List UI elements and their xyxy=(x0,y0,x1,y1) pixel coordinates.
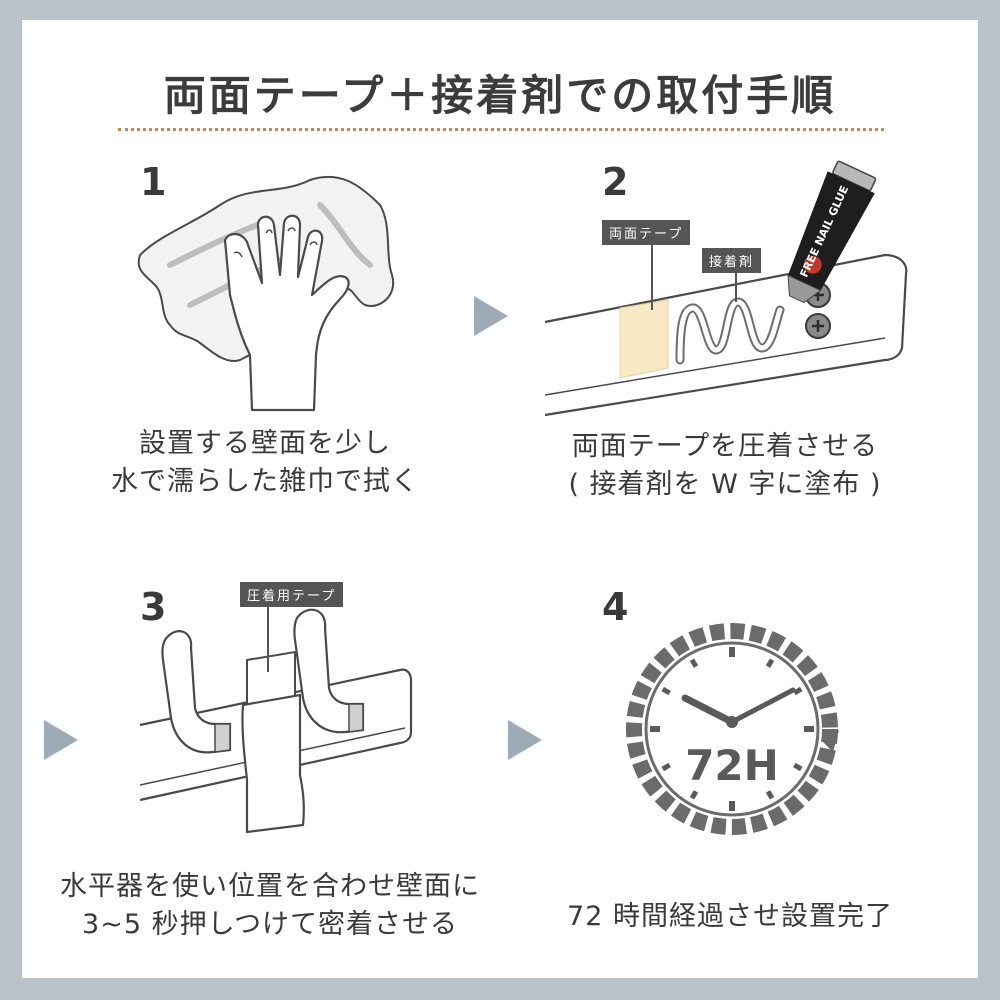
step-4-caption-line-1: 72 時間経過させ設置完了 xyxy=(567,901,893,932)
clock-tick xyxy=(793,686,803,696)
rail-with-glue-icon xyxy=(544,253,908,417)
clock-progress-arrow xyxy=(821,730,839,752)
clock-tick xyxy=(689,790,699,800)
step-arrow-icon xyxy=(508,720,542,760)
clock-tick xyxy=(793,762,803,772)
step-4-number: 4 xyxy=(602,585,629,629)
tape-label-leader xyxy=(651,242,653,310)
step-2-number: 2 xyxy=(602,160,629,204)
clock-tick xyxy=(765,658,775,668)
step-arrow-icon xyxy=(44,720,78,760)
glue-label: 接着剤 xyxy=(702,248,762,273)
step-3-caption-line-2: 3~5 秒押しつけて密着させる xyxy=(82,909,458,940)
clock-tick xyxy=(689,658,699,668)
step-3-caption: 水平器を使い位置を合わせ壁面に 3~5 秒押しつけて密着させる xyxy=(40,868,500,944)
cloth-hand-icon xyxy=(137,175,395,412)
minute-hand xyxy=(729,687,796,725)
step-1-number: 1 xyxy=(140,160,167,204)
page-title: 両面テープ＋接着剤での取付手順 xyxy=(163,71,837,120)
step-3-number: 3 xyxy=(140,585,167,629)
step-3-caption-line-1: 水平器を使い位置を合わせ壁面に xyxy=(60,871,480,902)
clock-tick xyxy=(661,686,671,696)
hour-hand xyxy=(681,694,736,726)
step-arrow-icon xyxy=(474,296,508,336)
glue-tube-icon: FREE NAIL GLUE xyxy=(787,160,877,304)
press-tape-leader xyxy=(267,604,269,672)
clock-ticks xyxy=(650,647,814,811)
clock-tick xyxy=(661,762,671,772)
step-1-caption-line-1: 設置する壁面を少し xyxy=(139,428,391,459)
clock-72h-text: 72H xyxy=(685,741,779,790)
step-1-caption-line-2: 水で濡らした雑巾で拭く xyxy=(111,466,419,497)
tape-label: 両面テープ xyxy=(602,220,691,245)
clock-tick xyxy=(765,790,775,800)
step-2-caption-line-1: 両面テープを圧着させる xyxy=(571,431,879,462)
panel xyxy=(22,20,978,978)
step-4-caption: 72 時間経過させ設置完了 xyxy=(530,898,930,936)
glue-label-leader xyxy=(735,270,737,302)
step-1-caption: 設置する壁面を少し 水で濡らした雑巾で拭く xyxy=(60,425,470,501)
step-2-caption: 両面テープを圧着させる ( 接着剤を W 字に塗布 ) xyxy=(520,428,930,504)
hook-rail-icon xyxy=(139,608,413,834)
step-2-caption-line-2: ( 接着剤を W 字に塗布 ) xyxy=(568,469,882,500)
title-divider xyxy=(118,128,884,131)
clock-icon: 72H xyxy=(626,623,839,835)
press-tape-label: 圧着用テープ xyxy=(240,582,344,607)
